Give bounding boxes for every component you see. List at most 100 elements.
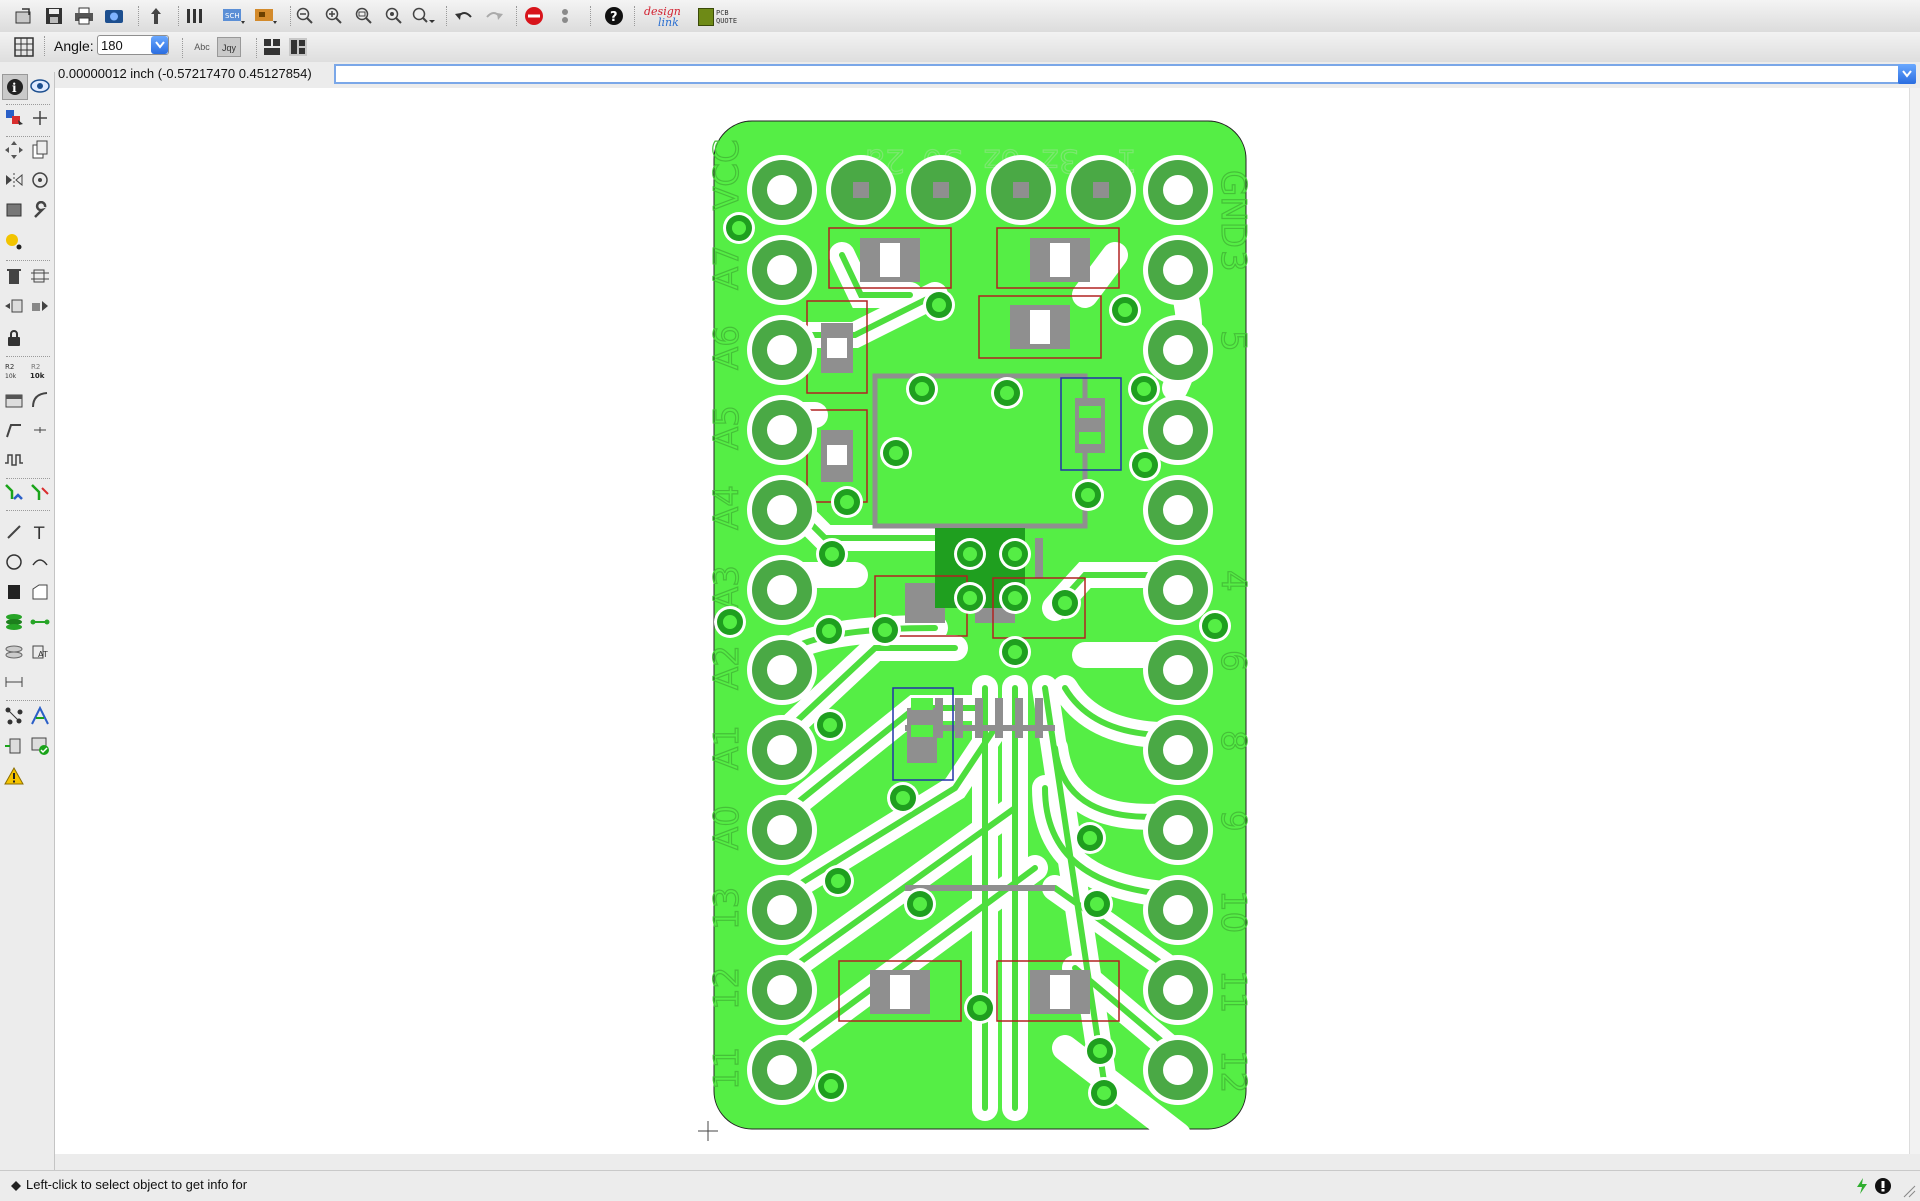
layers-icon[interactable] (183, 4, 207, 28)
autorouter-icon[interactable] (28, 704, 52, 728)
header-pad-hole (767, 255, 797, 285)
signal-icon[interactable] (28, 610, 52, 634)
vertical-scrollbar[interactable] (1909, 88, 1920, 1154)
silk-label-left: A5 (707, 405, 747, 450)
redo-icon[interactable] (482, 4, 506, 28)
smash-icon[interactable] (2, 388, 26, 412)
warning-icon[interactable] (2, 764, 26, 788)
wrench-icon[interactable] (28, 198, 52, 222)
zoom-window-icon[interactable] (382, 4, 406, 28)
resize-grip-icon[interactable] (1902, 1184, 1916, 1201)
eye-icon[interactable] (28, 74, 52, 98)
ratsnest-icon[interactable] (2, 704, 26, 728)
header-pad-hole (767, 655, 797, 685)
silk-label-left: A7 (707, 245, 747, 290)
circle-icon[interactable] (2, 550, 26, 574)
change-layer-icon[interactable] (2, 230, 26, 254)
open-icon[interactable] (12, 4, 36, 28)
undo-icon[interactable] (452, 4, 476, 28)
dimension-icon[interactable] (2, 670, 26, 694)
text-style-abc-button[interactable]: Abc (194, 42, 210, 52)
via-hole (1008, 645, 1022, 659)
silk-label-right: 3 (1213, 250, 1253, 272)
via-hole (1058, 596, 1072, 610)
add-part-icon[interactable] (28, 106, 52, 130)
save-icon[interactable] (42, 4, 66, 28)
meander-icon[interactable] (2, 448, 26, 472)
hole-icon[interactable] (2, 640, 26, 664)
text-tool-icon[interactable]: T (28, 520, 52, 544)
top-pad-square (1093, 182, 1109, 198)
stop-icon[interactable] (522, 4, 546, 28)
layout-double-icon[interactable] (286, 35, 310, 59)
replace-icon[interactable] (2, 294, 26, 318)
drc-icon[interactable] (28, 734, 52, 758)
top-pad-square (1013, 182, 1029, 198)
attribute-icon[interactable]: AT (28, 640, 52, 664)
command-input[interactable] (334, 64, 1900, 84)
delete-icon[interactable] (2, 264, 26, 288)
sch-view-icon[interactable]: SCH (222, 4, 246, 28)
help-icon[interactable]: ? (602, 4, 626, 28)
silk-label-left: A4 (707, 485, 747, 530)
optimize-icon[interactable] (28, 418, 52, 442)
zoom-in-icon[interactable] (322, 4, 346, 28)
wire-icon[interactable] (2, 520, 26, 544)
rectangle-icon[interactable] (2, 580, 26, 604)
zoom-out-icon[interactable] (293, 4, 317, 28)
grid-icon[interactable] (12, 35, 36, 59)
angle-dropdown-chevron-icon[interactable] (151, 36, 168, 54)
info-tool-icon[interactable]: i (2, 74, 28, 100)
polygon-icon[interactable] (28, 580, 52, 604)
print-icon[interactable] (72, 4, 96, 28)
top-pad-square (853, 182, 869, 198)
silk-label-left: A2 (707, 645, 747, 690)
header-pad-hole (1163, 655, 1193, 685)
designlink-icon[interactable]: design link (644, 5, 681, 29)
erc-icon[interactable] (2, 734, 26, 758)
via-icon[interactable] (2, 610, 26, 634)
miter-icon[interactable] (28, 388, 52, 412)
zoom-menu-icon[interactable] (412, 4, 436, 28)
status-bar (0, 1170, 1920, 1201)
command-history-chevron-icon[interactable] (1898, 64, 1916, 84)
more-icon[interactable] (553, 4, 577, 28)
header-pad-hole (1163, 255, 1193, 285)
via-hole (1083, 831, 1097, 845)
arc-icon[interactable] (28, 550, 52, 574)
layout-single-icon[interactable] (260, 35, 284, 59)
status-message: Left-click to select object to get info … (26, 1177, 248, 1192)
rotate-icon[interactable] (28, 168, 52, 192)
ripup-icon[interactable] (28, 480, 52, 504)
via-hole (1081, 488, 1095, 502)
screenshot-icon[interactable] (102, 4, 126, 28)
select-layer-icon[interactable] (2, 106, 26, 130)
via-hole (1097, 1086, 1111, 1100)
lock-icon[interactable] (2, 326, 26, 350)
move-icon[interactable] (2, 138, 26, 162)
via-hole (840, 495, 854, 509)
stop-status-icon[interactable] (1874, 1177, 1892, 1198)
pcb-quote-icon[interactable]: PCB QUOTE (698, 6, 738, 28)
export-icon[interactable] (144, 4, 168, 28)
split-icon[interactable] (28, 264, 52, 288)
pinswap-icon[interactable] (28, 294, 52, 318)
mirror-icon[interactable] (2, 168, 26, 192)
lightning-icon[interactable] (1854, 1177, 1870, 1198)
group-icon[interactable] (2, 198, 26, 222)
text-style-jqy-button[interactable]: Jqy (217, 37, 241, 57)
zoom-fit-icon[interactable] (352, 4, 376, 28)
via-hole (1118, 303, 1132, 317)
pcb-view-icon[interactable] (254, 4, 278, 28)
copy-icon[interactable] (28, 138, 52, 162)
route-icon[interactable] (2, 480, 26, 504)
via-hole (1093, 1044, 1107, 1058)
via-hole (723, 615, 737, 629)
via-hole (824, 1079, 838, 1093)
split-wire-icon[interactable] (2, 418, 26, 442)
